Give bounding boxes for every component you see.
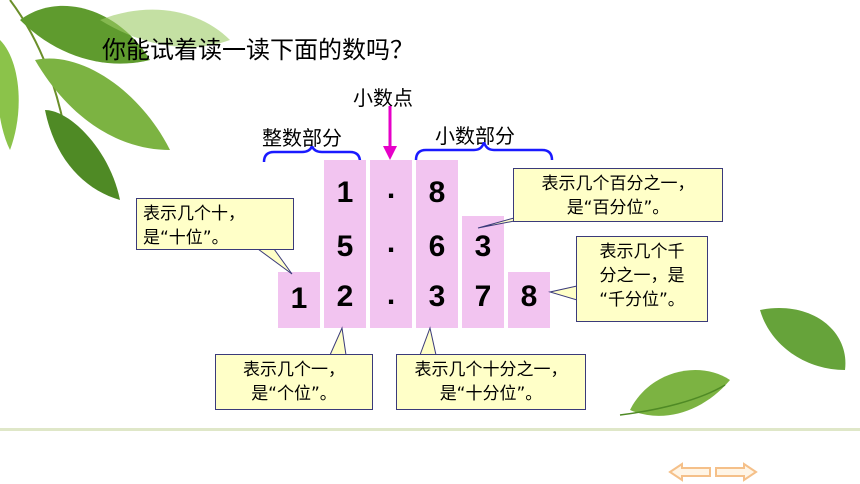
callout-line: 分之一，是 [599,266,685,286]
callout-tenths: 表示几个十分之一， 是“十分位”。 [396,354,586,410]
column-tenths [416,160,458,328]
next-arrow-icon[interactable] [714,462,758,482]
digit: 7 [474,280,492,313]
decimal-part-label: 小数部分 [435,124,515,148]
leaf-decoration-right [619,308,846,416]
digit: 8 [520,280,538,313]
decimal-point-label: 小数点 [353,86,413,110]
digit: 8 [428,176,446,209]
digit: 1 [290,282,308,315]
decimal-point: . [386,226,396,259]
column-ones [324,160,366,328]
callout-line: “千分位”。 [599,290,685,310]
digit: 2 [336,280,354,313]
callout-thousandths: 表示几个千 分之一，是 “千分位”。 [576,236,708,322]
callout-line: 表示几个十分之一， [414,360,568,380]
decimal-point: . [386,172,396,205]
digit: 3 [428,280,446,313]
column-tens [278,272,320,328]
digit: 1 [336,176,354,209]
decimal-part-brace [414,142,554,161]
prev-arrow-icon[interactable] [668,462,712,482]
callout-line: 表示几个一， [243,360,345,380]
callout-line: 是“个位”。 [251,384,337,404]
callout-hundredths: 表示几个百分之一， 是“百分位”。 [513,168,723,222]
callout-ones: 表示几个一， 是“个位”。 [215,354,373,410]
column-thousandths [508,272,550,328]
callout-line: 是“十位”。 [143,228,229,248]
decimal-point-arrow [383,106,397,160]
column-hundredths [462,216,504,328]
callout-line: 表示几个千 [599,242,685,262]
callout-line: 表示几个百分之一， [541,174,695,194]
digit: 5 [336,230,354,263]
integer-part-brace [262,146,362,163]
page-title: 你能试着读一读下面的数吗？ [102,36,414,64]
footer-divider [0,428,860,431]
digit: 3 [474,230,492,263]
callout-line: 是“十分位”。 [439,384,543,404]
callout-tens: 表示几个十， 是“十位”。 [136,198,294,250]
digit: 6 [428,230,446,263]
callout-line: 是“百分位”。 [566,198,670,218]
leaf-decoration-left [0,0,230,200]
decimal-point: . [386,278,396,311]
callout-line: 表示几个十， [143,204,245,224]
column-point [370,160,412,328]
integer-part-label: 整数部分 [262,126,342,150]
